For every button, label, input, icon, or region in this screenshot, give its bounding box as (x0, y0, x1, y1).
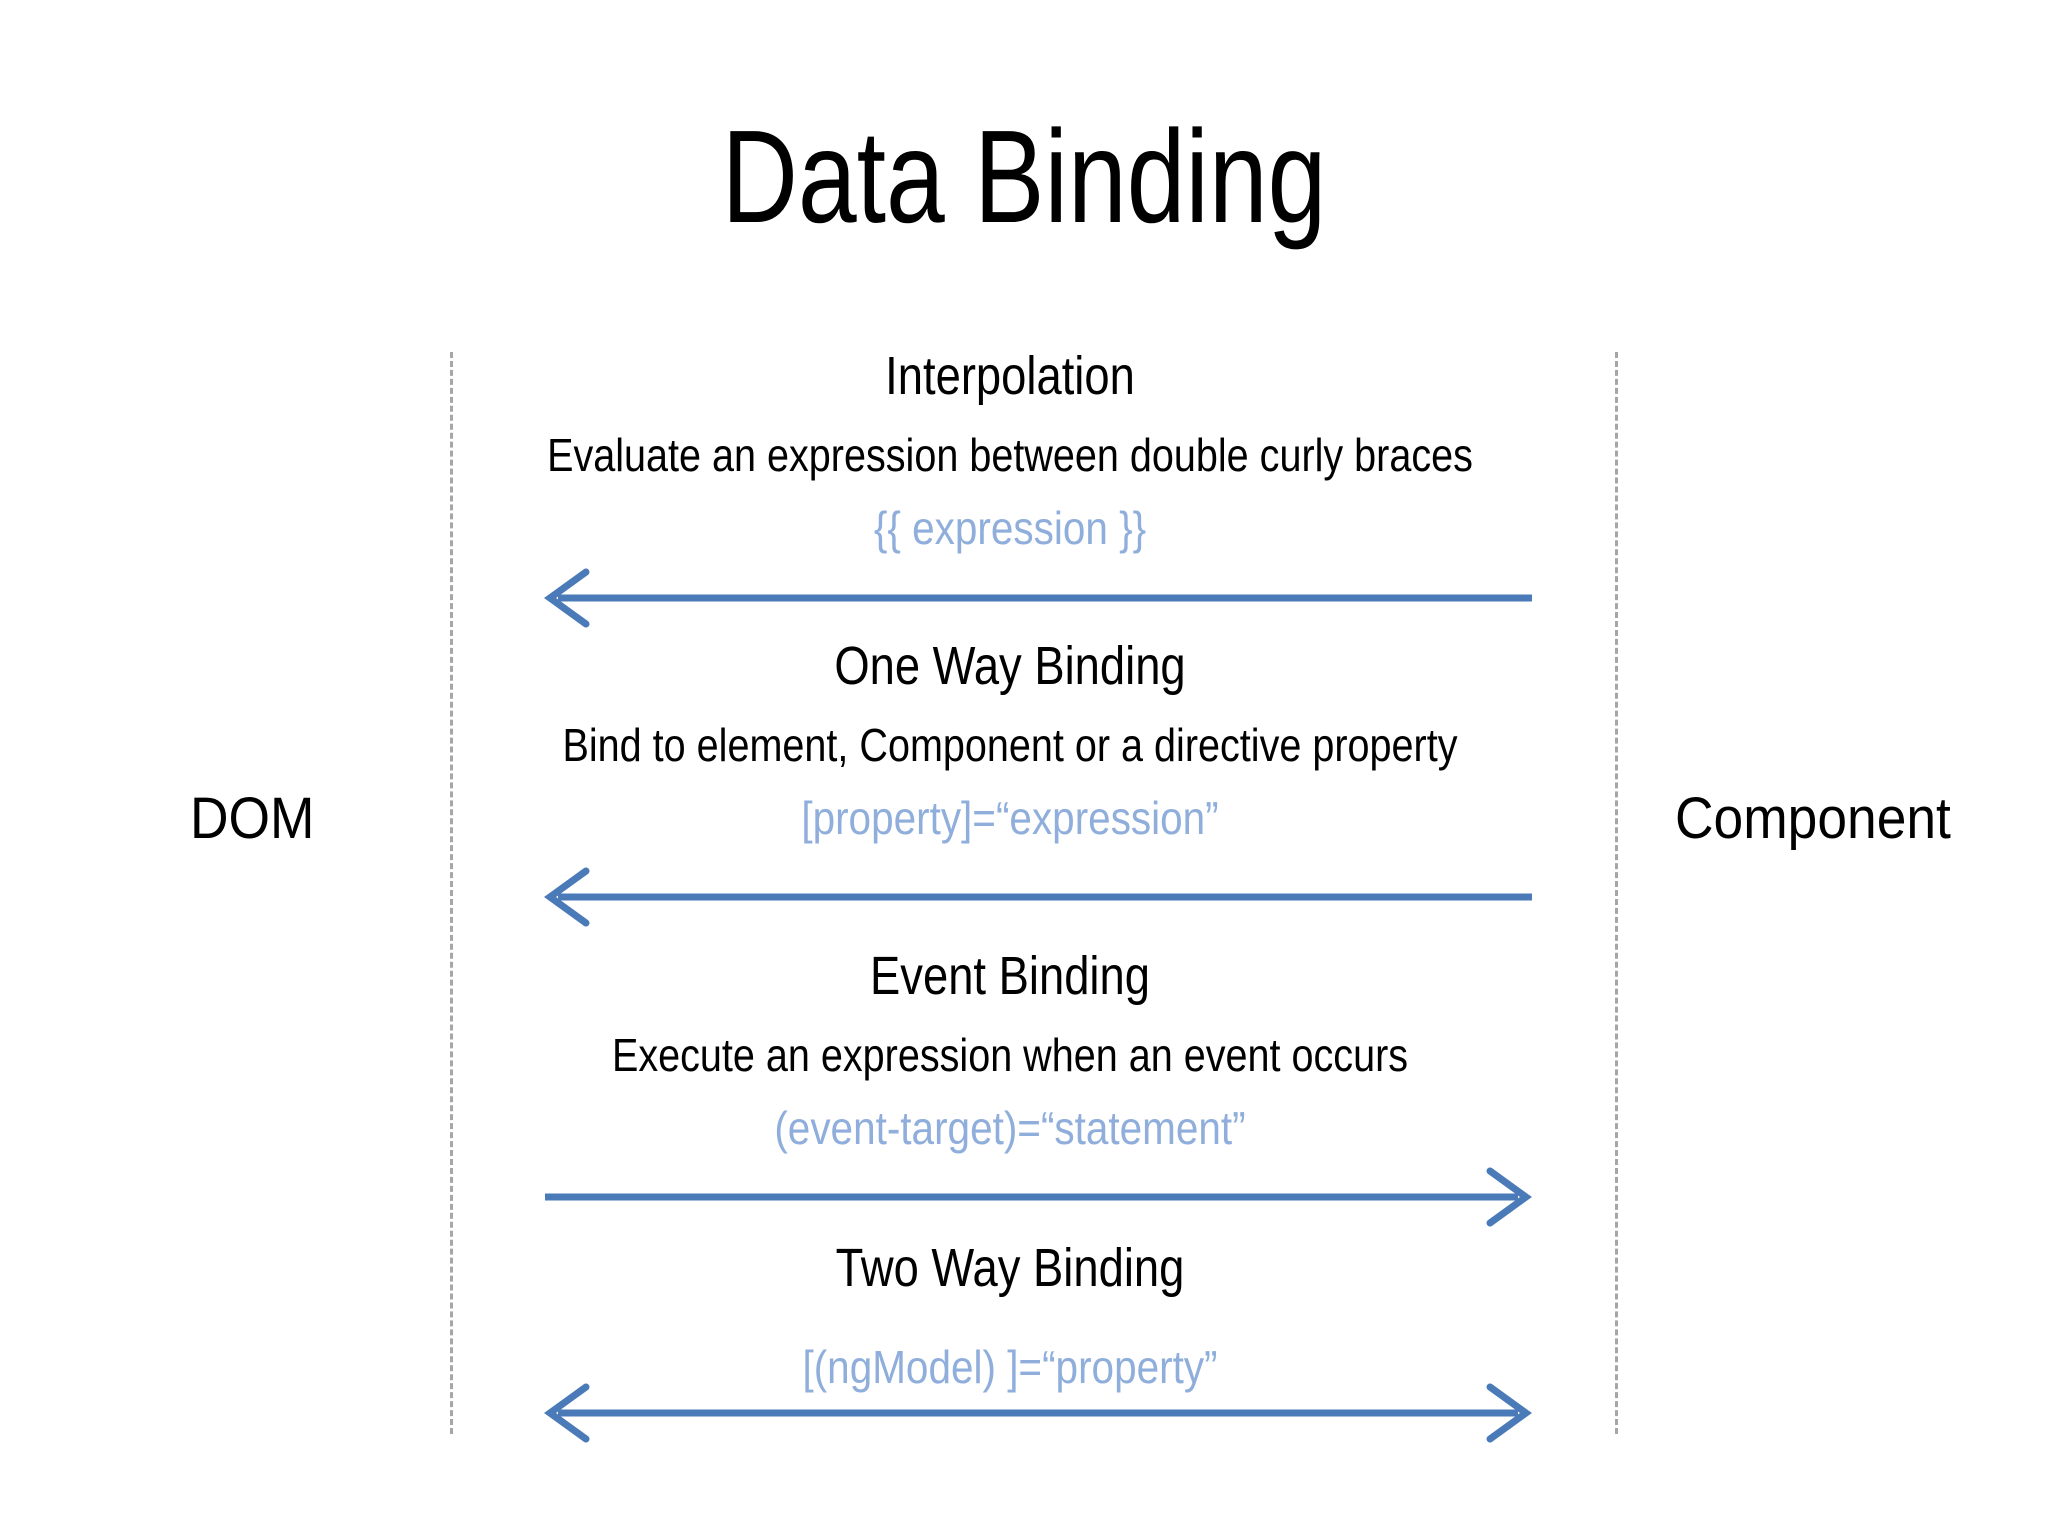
binding-code-two-way-binding: [(ngModel) ]=“property” (802, 1341, 1218, 1394)
binding-block-interpolation: Interpolation Evaluate an expression bet… (380, 346, 1640, 554)
binding-description-event-binding: Execute an expression when an event occu… (611, 1029, 1409, 1082)
binding-description-one-way-binding: Bind to element, Component or a directiv… (562, 719, 1458, 772)
component-label: Component (1675, 786, 1951, 851)
dom-lifeline (450, 352, 453, 1434)
component-lifeline (1615, 352, 1618, 1434)
arrow-one-way-binding-component-to-dom (544, 867, 1532, 927)
binding-code-event-binding: (event-target)=“statement” (774, 1101, 1246, 1154)
binding-heading-two-way-binding: Two Way Binding (835, 1238, 1185, 1298)
binding-heading-interpolation: Interpolation (885, 346, 1135, 406)
arrow-event-binding-dom-to-component (545, 1167, 1532, 1227)
binding-code-interpolation: {{ expression }} (873, 501, 1147, 554)
arrow-two-way-binding-bidirectional (544, 1383, 1532, 1443)
binding-code-one-way-binding: [property]=“expression” (801, 791, 1219, 844)
arrow-interpolation-component-to-dom (544, 568, 1532, 628)
binding-heading-one-way-binding: One Way Binding (834, 636, 1186, 696)
binding-block-two-way-binding: Two Way Binding [(ngModel) ]=“property” (380, 1238, 1640, 1394)
dom-label: DOM (190, 786, 315, 851)
page-title: Data Binding (721, 103, 1327, 250)
binding-heading-event-binding: Event Binding (870, 946, 1150, 1006)
binding-block-one-way-binding: One Way Binding Bind to element, Compone… (380, 636, 1640, 844)
binding-block-event-binding: Event Binding Execute an expression when… (380, 946, 1640, 1154)
binding-description-interpolation: Evaluate an expression between double cu… (547, 429, 1473, 482)
